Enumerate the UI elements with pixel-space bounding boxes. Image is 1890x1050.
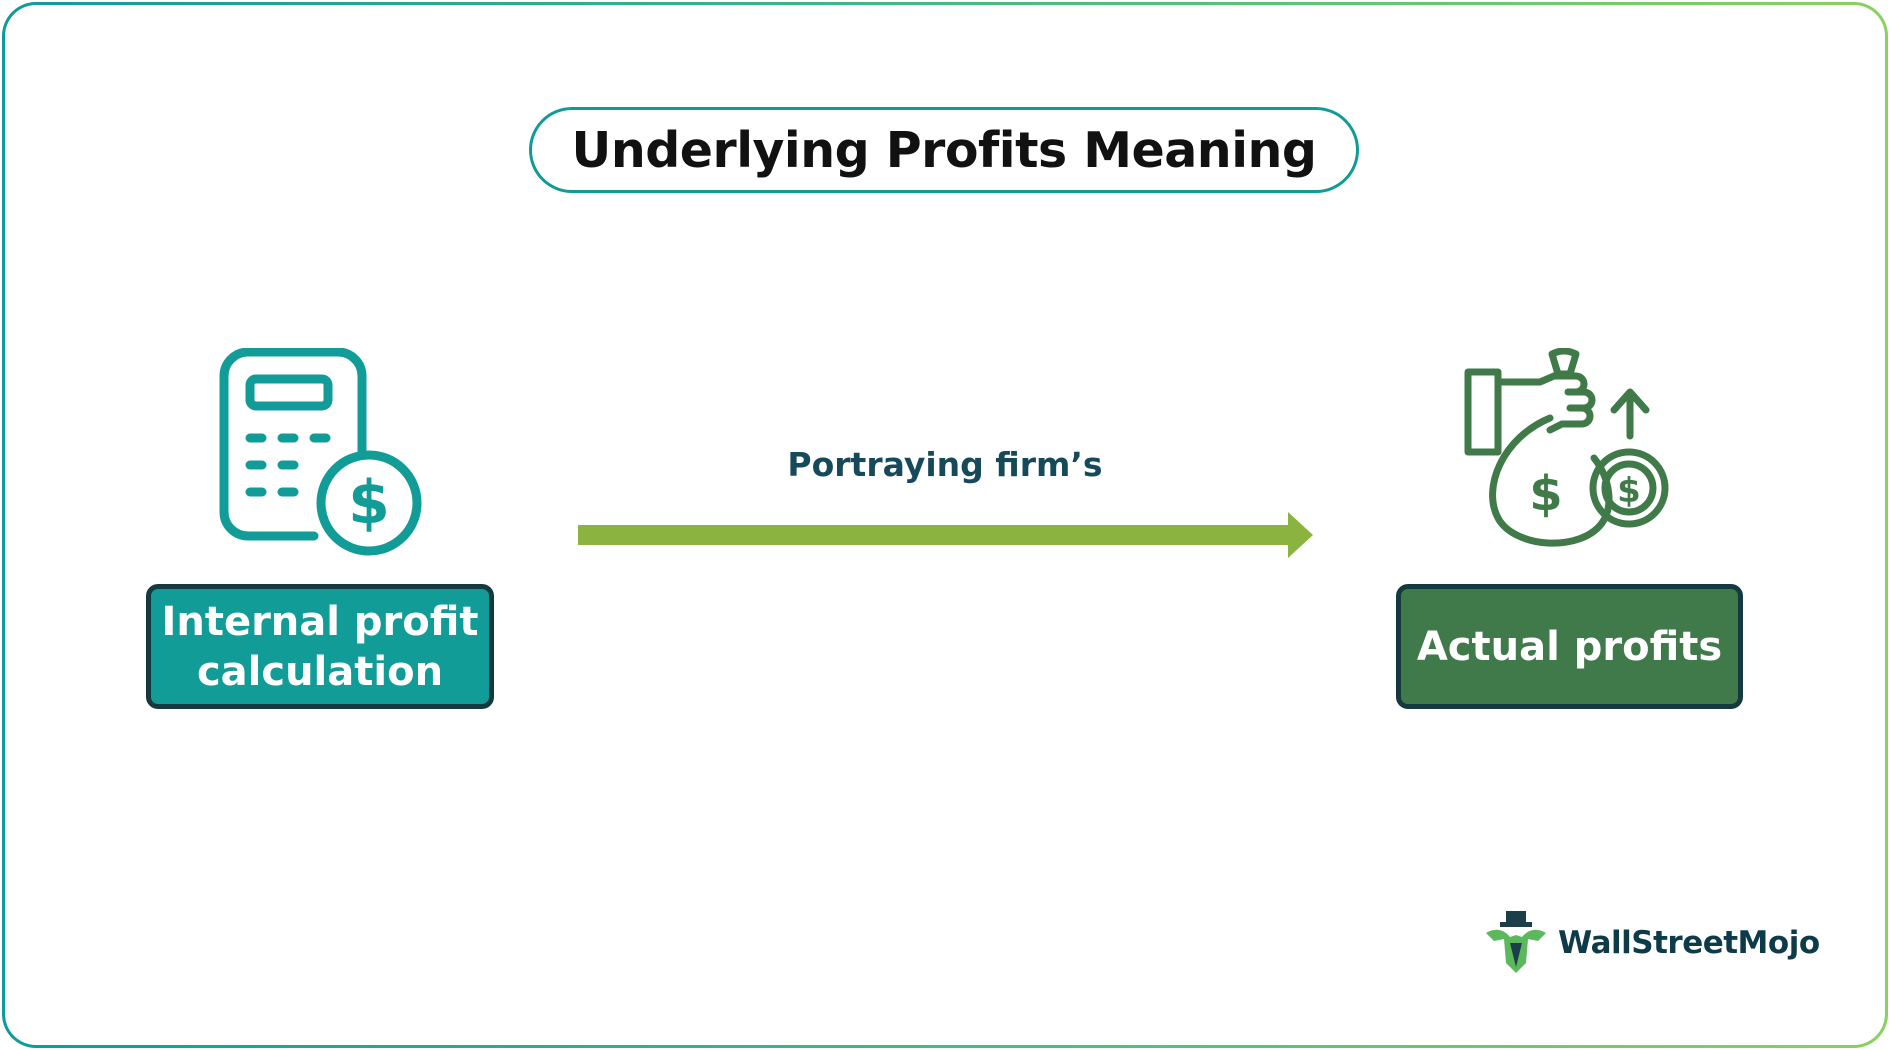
svg-text:$: $ xyxy=(348,468,390,538)
title-pill: Underlying Profits Meaning xyxy=(529,107,1359,193)
right-arrow-icon xyxy=(578,512,1313,558)
actual-profits-box: Actual profits xyxy=(1396,584,1743,709)
money-bag-growth-icon: $ $ xyxy=(1464,348,1669,547)
brand-name: WallStreetMojo xyxy=(1558,925,1820,961)
brand-logo: WallStreetMojo xyxy=(1480,908,1820,978)
internal-profit-label: Internal profit calculation xyxy=(161,598,479,695)
svg-text:$: $ xyxy=(1529,466,1562,522)
wallstreetmojo-logo-icon xyxy=(1486,911,1546,973)
connector-label: Portraying firm’s xyxy=(787,445,1103,484)
diagram-title: Underlying Profits Meaning xyxy=(571,121,1317,179)
svg-text:$: $ xyxy=(1617,471,1641,511)
actual-profits-label: Actual profits xyxy=(1416,623,1723,670)
calculator-dollar-icon: $ xyxy=(219,348,422,556)
internal-profit-box: Internal profit calculation xyxy=(146,584,494,709)
